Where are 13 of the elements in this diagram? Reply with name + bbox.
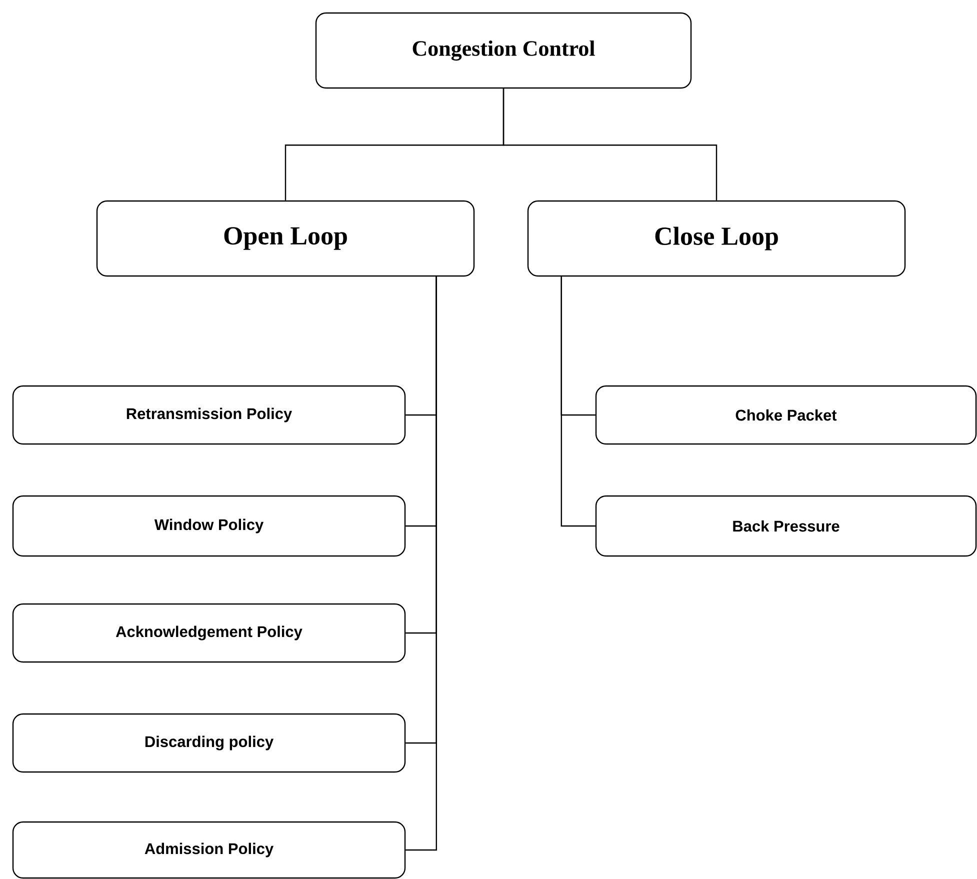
policy-box: Retransmission Policy — [12, 385, 406, 445]
policy-box: Acknowledgement Policy — [12, 603, 406, 663]
category-box: Close Loop — [527, 200, 906, 277]
policy-box: Choke Packet — [595, 385, 977, 445]
policy-box: Admission Policy — [12, 821, 406, 879]
policy-box: Window Policy — [12, 495, 406, 557]
connector-line — [560, 276, 596, 527]
policy-box: Back Pressure — [595, 495, 977, 557]
category-box: Open Loop — [96, 200, 475, 277]
policy-box: Discarding policy — [12, 713, 406, 773]
root-box: Congestion Control — [315, 12, 692, 89]
connector-line — [502, 88, 718, 200]
connector-line — [406, 276, 437, 851]
